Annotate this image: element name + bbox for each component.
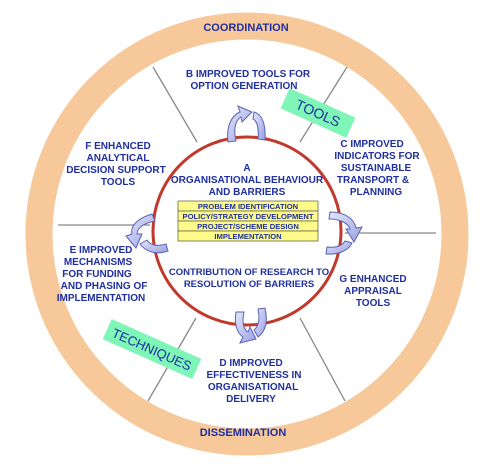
divider-line	[299, 317, 346, 402]
segment-d-label: D IMPROVED EFFECTIVENESS IN ORGANISATION…	[206, 358, 301, 405]
inner-circle	[151, 135, 343, 327]
step-policy-strategy: POLICY/STRATEGY DEVELOPMENT	[183, 212, 314, 221]
step-box	[177, 230, 319, 242]
segment-c-line: TRANSPORT &	[337, 175, 409, 186]
cycle-arrow-bottom	[234, 311, 257, 344]
segment-g-line: TOOLS	[356, 298, 391, 309]
segment-f-line: DECISION SUPPORT	[66, 165, 165, 176]
segment-e-label: E IMPROVED MECHANISMS FOR FUNDING AND PH…	[57, 245, 148, 304]
cycle-arrow-right	[328, 211, 363, 244]
segment-e-line: AND PHASING OF	[61, 281, 148, 292]
segment-f-label: F ENHANCED ANALYTICAL DECISION SUPPORT T…	[66, 141, 165, 188]
segment-c-line: PLANNING	[350, 187, 402, 198]
cycle-arrow-left-tail	[139, 239, 169, 254]
contribution-line: RESOLUTION OF BARRIERS	[184, 279, 314, 290]
cycle-arrow-bottom-tail	[253, 307, 267, 338]
center-title: A ORGANISATIONAL BEHAVIOUR AND BARRIERS	[171, 163, 324, 198]
segment-g-label: G ENHANCED APPRAISAL TOOLS	[339, 274, 406, 309]
segment-g-line: G ENHANCED	[339, 274, 406, 285]
step-project-scheme-design: PROJECT/SCHEME DESIGN	[197, 222, 299, 231]
segment-d-line: EFFECTIVENESS IN	[206, 370, 301, 381]
segment-d-line: DELIVERY	[226, 394, 276, 405]
center-title-line: AND BARRIERS	[209, 187, 286, 198]
segment-c-line: C IMPROVED	[340, 139, 403, 150]
segment-f-line: TOOLS	[101, 177, 136, 188]
segment-e-line: MECHANISMS	[64, 257, 133, 268]
cycle-arrow-left	[125, 213, 156, 249]
outer-ring	[25, 12, 469, 456]
step-boxes: PROBLEM IDENTIFICATION POLICY/STRATEGY D…	[177, 200, 319, 242]
segment-c-line: INDICATORS FOR	[334, 151, 420, 162]
segment-e-line: FOR FUNDING	[62, 269, 132, 280]
segment-e-line: IMPLEMENTATION	[57, 293, 146, 304]
divider-line	[152, 66, 198, 143]
segment-c-line: SUSTAINABLE	[341, 163, 412, 174]
segment-d-line: ORGANISATIONAL	[208, 382, 298, 393]
segment-f-line: F ENHANCED	[85, 141, 151, 152]
step-problem-identification: PROBLEM IDENTIFICATION	[198, 202, 298, 211]
cycle-arrow-top-tail	[252, 111, 266, 141]
step-implementation: IMPLEMENTATION	[214, 232, 281, 241]
cycle-arrow-top	[227, 105, 253, 143]
segment-b-label: B IMPROVED TOOLS FOR OPTION GENERATION	[186, 69, 311, 92]
segment-g-line: APPRAISAL	[344, 286, 402, 297]
segment-d-line: D IMPROVED	[219, 358, 282, 369]
tools-badge-box	[280, 88, 356, 138]
coordination-label: COORDINATION	[203, 22, 288, 34]
center-title-line: ORGANISATIONAL BEHAVIOUR	[171, 175, 324, 186]
segment-c-label: C IMPROVED INDICATORS FOR SUSTAINABLE TR…	[334, 139, 420, 198]
tools-badge: TOOLS	[280, 88, 356, 138]
dissemination-label: DISSEMINATION	[200, 427, 287, 439]
cycle-arrows	[125, 105, 363, 344]
techniques-badge-text: TECHNIQUES	[110, 325, 194, 374]
techniques-badge-box	[102, 319, 202, 379]
segment-e-line: E IMPROVED	[70, 245, 133, 256]
segment-b-line: OPTION GENERATION	[190, 81, 297, 92]
segment-f-line: ANALYTICAL	[87, 153, 150, 164]
contribution-text: CONTRIBUTION OF RESEARCH TO RESOLUTION O…	[169, 267, 329, 290]
cycle-arrow-right-tail	[325, 240, 353, 255]
techniques-badge: TECHNIQUES	[102, 319, 202, 379]
segment-b-line: B IMPROVED TOOLS FOR	[186, 69, 311, 80]
center-title-line: A	[243, 163, 250, 174]
contribution-line: CONTRIBUTION OF RESEARCH TO	[169, 267, 329, 278]
